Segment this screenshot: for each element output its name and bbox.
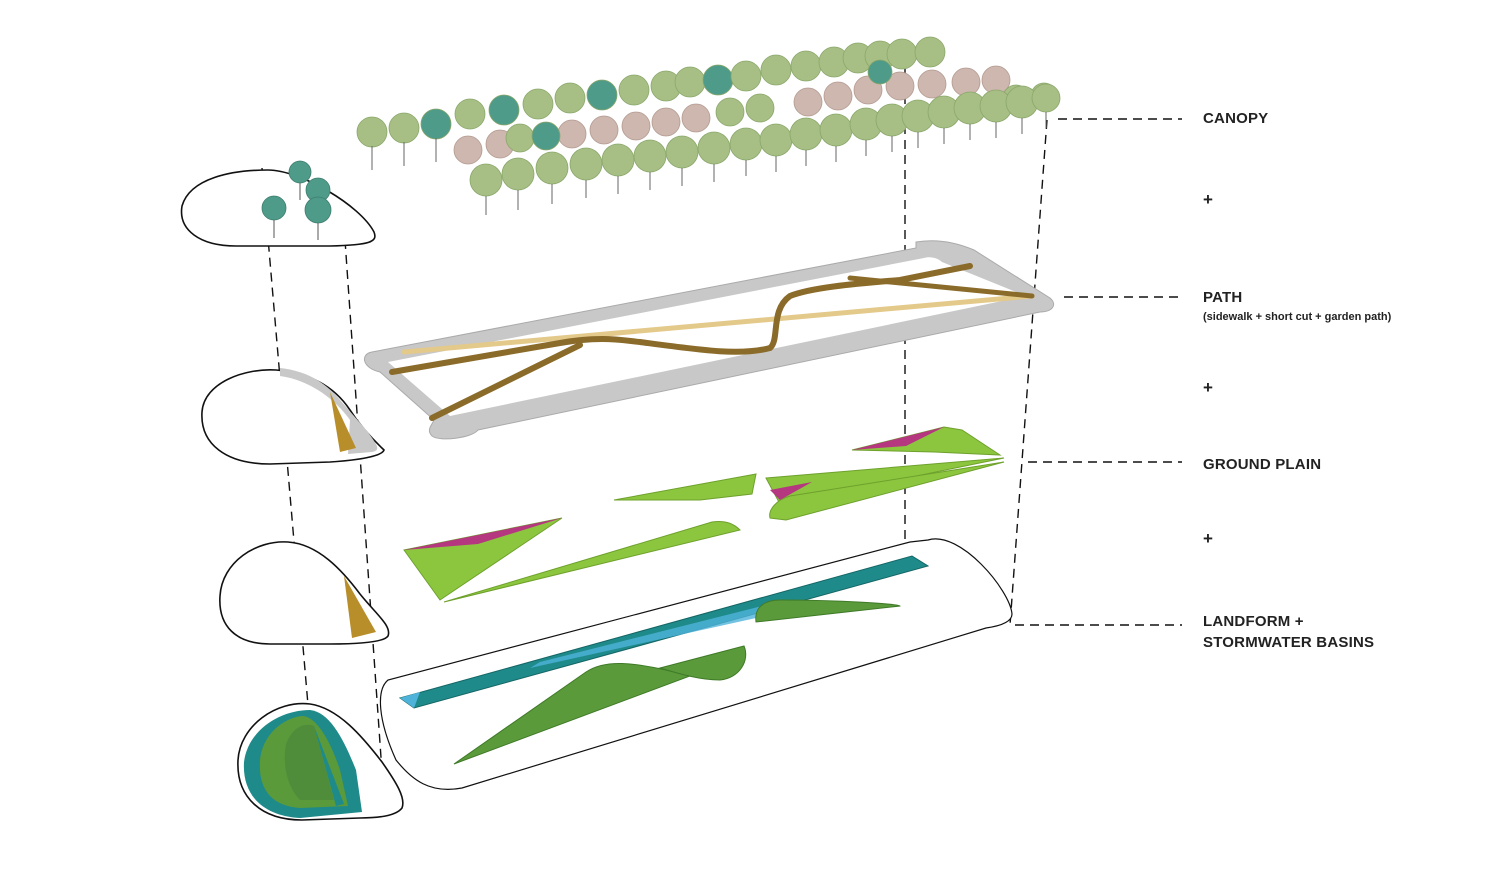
label-stormwater-basins: STORMWATER BASINS (1203, 634, 1375, 651)
label-ground-plain: GROUND PLAIN (1203, 456, 1322, 473)
tree-row-blossom (453, 65, 1011, 165)
section-path (201, 368, 385, 465)
short-cut-path (401, 293, 1035, 355)
section-outline (219, 541, 390, 645)
tree-row-back (356, 36, 946, 148)
section-canopy (180, 160, 376, 247)
path-interior (388, 257, 1026, 416)
label-canopy: CANOPY (1203, 110, 1269, 127)
garden-path-curve (389, 263, 973, 375)
section-trees (261, 160, 332, 224)
projection-lines (261, 65, 1182, 816)
plus-operator: + (1203, 378, 1213, 397)
landform-mound (755, 599, 901, 623)
plus-operator: + (1203, 529, 1213, 548)
canopy-layer (356, 36, 1061, 215)
path-layer (364, 240, 1055, 440)
garden-path-diagonal (429, 342, 583, 421)
label-landform: LANDFORM + (1203, 613, 1304, 630)
section-fill (330, 392, 356, 452)
projection-line (1009, 119, 1048, 626)
label-path-sub: (sidewalk + short cut + garden path) (1203, 311, 1392, 323)
section-landform (237, 702, 404, 821)
projection-line (344, 239, 386, 816)
ground-plain-layer (403, 426, 1005, 603)
section-fill (344, 576, 376, 638)
plus-operator: + (1203, 190, 1213, 209)
landform-mound (658, 645, 747, 681)
landform-layer (379, 538, 1013, 790)
garden-path-spur (847, 275, 1035, 299)
tree-trunks (371, 112, 1047, 215)
section-ground (219, 541, 390, 645)
label-path: PATH (1203, 289, 1243, 306)
